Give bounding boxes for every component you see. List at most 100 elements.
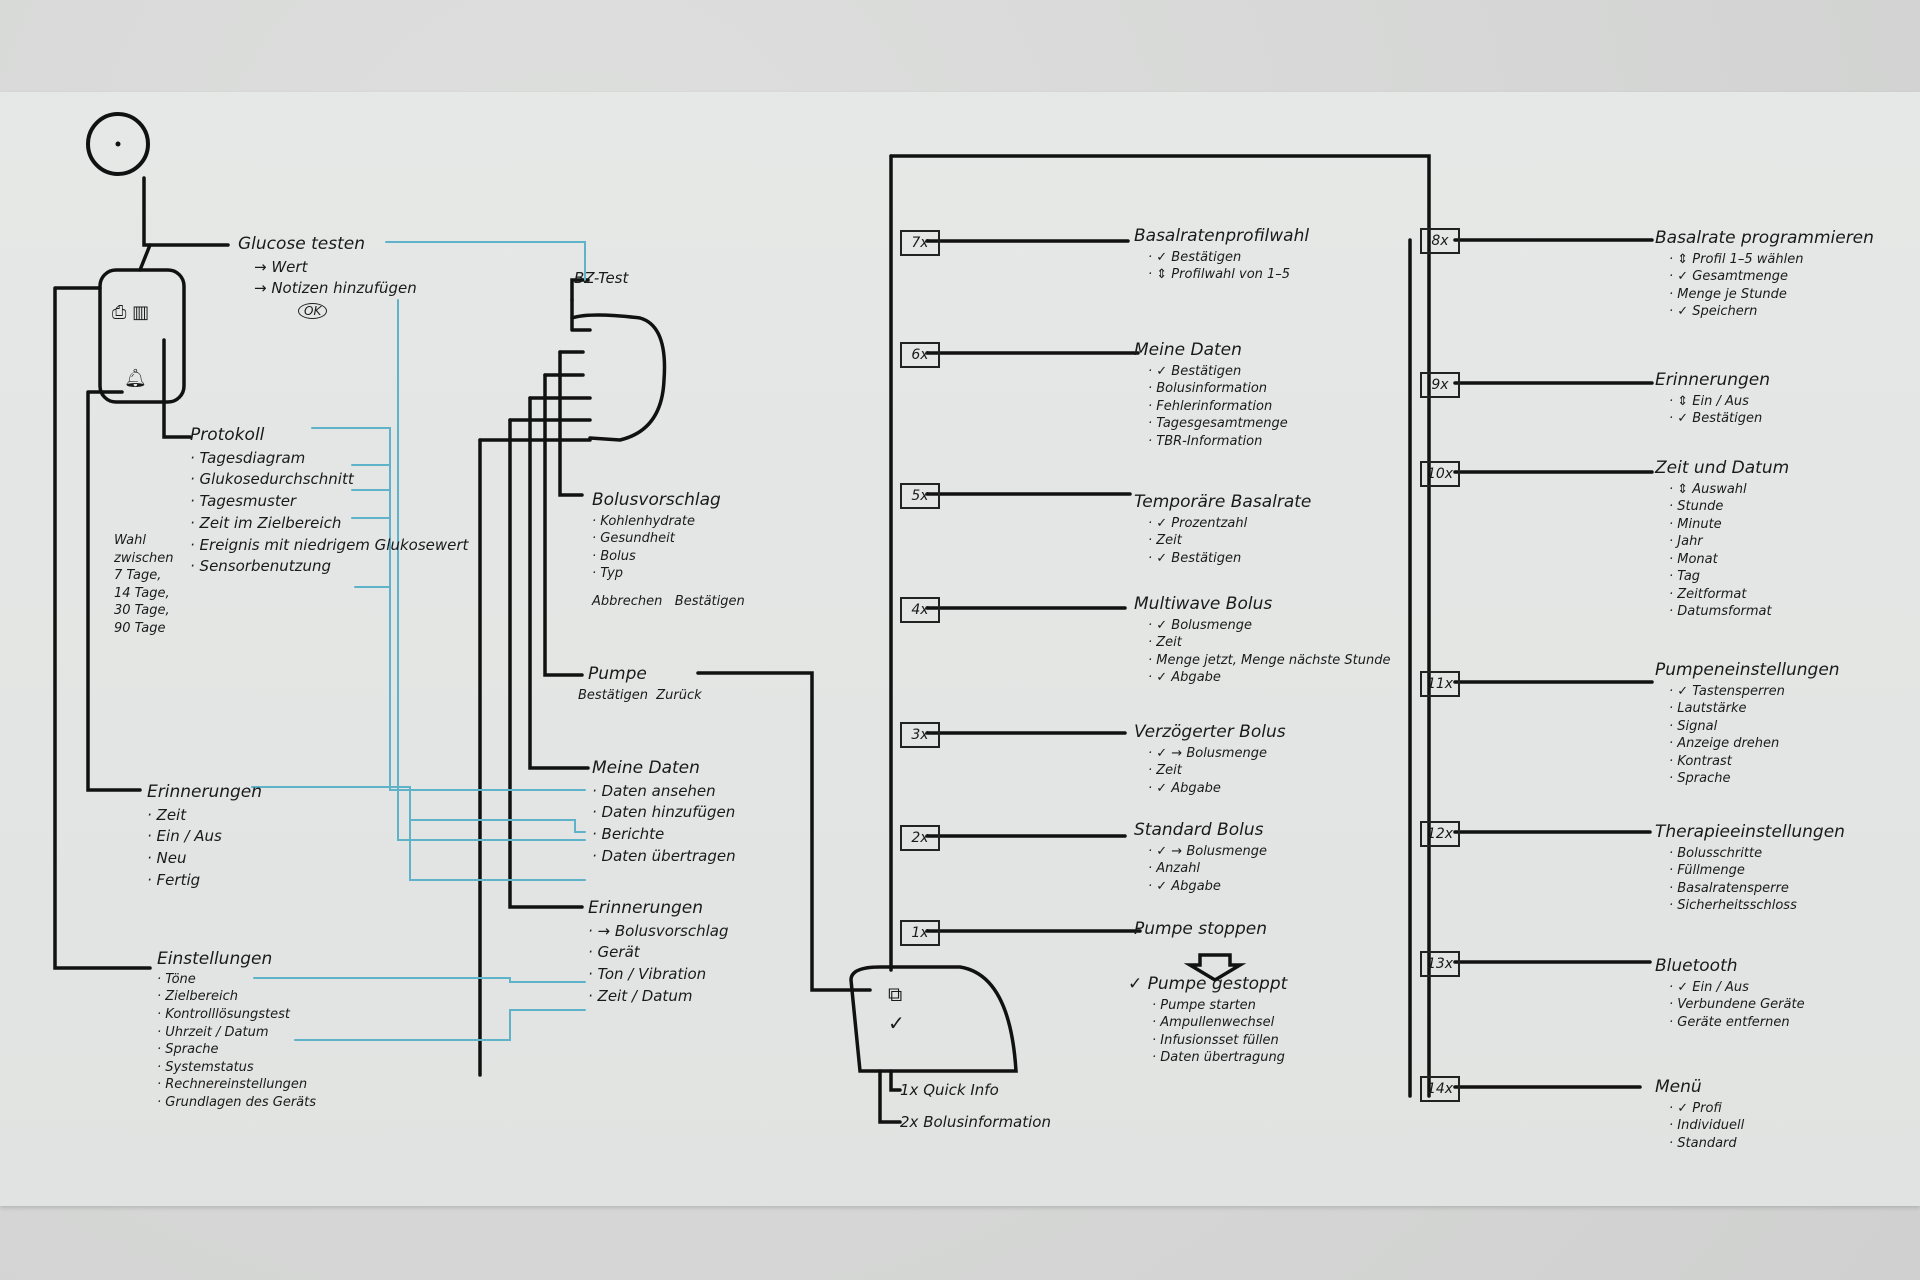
pump-menu-block-item: Zeit xyxy=(1148,532,1311,550)
device-check-icon: ⧉✓ xyxy=(888,982,905,1035)
einstellungen-item: Grundlagen des Geräts xyxy=(157,1094,316,1112)
pump-menu-block-item: Fehlerinformation xyxy=(1148,398,1288,416)
pump-menu-block-title: Pumpe stoppen xyxy=(1134,919,1267,939)
glucose-icon: ⎙ xyxy=(112,302,127,323)
einstellungen-item: Uhrzeit / Datum xyxy=(157,1024,316,1042)
einstellungen-item: Kontrolllösungstest xyxy=(157,1006,316,1024)
chart-icon: ▥ xyxy=(132,302,150,323)
pumpe-gestoppt-block: ✓ Pumpe gestoppt Pumpe startenAmpullenwe… xyxy=(1128,972,1287,1067)
right-menu-block-item: Sicherheitsschloss xyxy=(1669,897,1845,915)
device-icons: ⎙ ▥ 🔔︎ xyxy=(112,300,149,392)
meine-daten-item: Daten hinzufügen xyxy=(592,802,736,824)
pumpe-title: Pumpe xyxy=(588,664,647,684)
bolus-info-label: 2x Bolusinformation xyxy=(900,1113,1051,1131)
right-menu-block-item: Sprache xyxy=(1669,770,1840,788)
right-menu-block: Basalrate programmieren⇕ Profil 1–5 wähl… xyxy=(1655,226,1874,321)
einstellungen-block: Einstellungen TöneZielbereichKontrolllös… xyxy=(157,948,316,1111)
meine-daten-item: Daten übertragen xyxy=(592,846,736,868)
right-menu-block-item: Zeitformat xyxy=(1669,586,1789,604)
pump-menu-block: Verzögerter Bolus ✓ → BolusmengeZeit✓ Abg… xyxy=(1134,720,1286,797)
bz-test-label: BZ-Test xyxy=(574,269,629,287)
right-menu-block-item: ✓ Ein / Aus xyxy=(1669,979,1805,997)
right-menu-block-item: ✓ Bestätigen xyxy=(1669,410,1770,428)
right-menu-block: TherapieeinstellungenBolusschritteFüllme… xyxy=(1655,820,1845,915)
bolusvorschlag-title: Bolusvorschlag xyxy=(592,490,721,510)
quick-info-label: 1x Quick Info xyxy=(900,1081,999,1099)
pump-menu-block-items: ✓ → BolusmengeZeit✓ Abgabe xyxy=(1134,745,1286,798)
press-count-box: 1x xyxy=(900,920,940,946)
confirm-label: Bestätigen xyxy=(578,687,648,703)
press-count-box: 8x xyxy=(1420,228,1460,254)
einstellungen-item: Sprache xyxy=(157,1041,316,1059)
meine-daten-block: Meine Daten Daten ansehenDaten hinzufüge… xyxy=(592,756,736,868)
pump-menu-block-item: Tagesgesamtmenge xyxy=(1148,415,1287,433)
right-menu-block-item: ✓ Gesamtmenge xyxy=(1669,268,1874,286)
press-count-box: 2x xyxy=(900,825,940,851)
wahl-line: 30 Tage, xyxy=(114,603,170,619)
right-menu-block-item: Jahr xyxy=(1669,533,1789,551)
pump-menu-block-item: Menge jetzt, Menge nächste Stunde xyxy=(1148,652,1390,670)
erinnerungen-item: Gerät xyxy=(588,942,729,964)
right-menu-block-title: Zeit und Datum xyxy=(1655,458,1790,478)
right-menu-block-title: Pumpeneinstellungen xyxy=(1655,660,1840,680)
pump-menu-block: Temporäre Basalrate✓ ProzentzahlZeit✓ Be… xyxy=(1134,490,1311,567)
pump-menu-block-title: Temporäre Basalrate xyxy=(1134,492,1312,512)
pump-menu-block-title: Verzögerter Bolus xyxy=(1134,722,1286,742)
protokoll-item: Tagesdiagram xyxy=(190,448,468,470)
pump-menu-block-item: ✓ → Bolusmenge xyxy=(1148,745,1286,763)
right-menu-block-item: Menge je Stunde xyxy=(1669,286,1874,304)
bolusvorschlag-item: Gesundheit xyxy=(592,530,745,548)
pump-menu-block-item: Zeit xyxy=(1148,762,1286,780)
erinnerungen-item: Ton / Vibration xyxy=(588,964,729,986)
right-menu-block-item: ⇕ Ein / Aus xyxy=(1669,393,1770,411)
pump-menu-block-item: ✓ Bestätigen xyxy=(1148,363,1288,381)
pump-menu-block-item: ✓ Bolusmenge xyxy=(1148,617,1391,635)
wahl-line: Wahl xyxy=(114,533,146,548)
protokoll-item: Sensorbenutzung xyxy=(190,556,468,578)
right-menu-block-item: Standard xyxy=(1669,1135,1744,1153)
pumpe-gestoppt-item: Infusionsset füllen xyxy=(1152,1032,1287,1050)
meine-daten-title: Meine Daten xyxy=(592,758,700,778)
right-menu-block-item: Tag xyxy=(1669,568,1789,586)
pump-menu-block: Basalratenprofilwahl✓ Bestätigen⇕ Profil… xyxy=(1134,224,1309,284)
erinnerungen-item: Zeit xyxy=(147,805,262,827)
pump-menu-block-item: Anzahl xyxy=(1148,860,1267,878)
glucose-test-item: → Wert xyxy=(254,257,308,276)
meine-daten-item: Daten ansehen xyxy=(592,781,736,803)
press-count-box: 3x xyxy=(900,722,940,748)
pump-menu-block-item: Bolusinformation xyxy=(1148,380,1288,398)
press-count-box: 4x xyxy=(900,597,940,623)
einstellungen-item: Töne xyxy=(157,971,316,989)
pumpe-gestoppt-title: ✓ Pumpe gestoppt xyxy=(1128,974,1288,994)
ok-button: OK xyxy=(298,303,328,320)
erinnerungen-title: Erinnerungen xyxy=(588,898,704,918)
bolusvorschlag-item: Bolus xyxy=(592,548,745,566)
right-menu-block-item: Kontrast xyxy=(1669,753,1840,771)
protokoll-item: Ereignis mit niedrigem Glukosewert xyxy=(190,535,469,557)
pump-menu-block-item: ✓ → Bolusmenge xyxy=(1148,843,1267,861)
confirm-label: Bestätigen xyxy=(674,593,745,609)
bolusvorschlag-item: Kohlenhydrate xyxy=(592,513,745,531)
right-menu-block: Pumpeneinstellungen✓ TastensperrenLautst… xyxy=(1655,658,1840,788)
pump-menu-block-items: ✓ BestätigenBolusinformationFehlerinform… xyxy=(1134,363,1288,451)
right-menu-block-item: Datumsformat xyxy=(1669,603,1789,621)
erinnerungen-middle-block: Erinnerungen → BolusvorschlagGerätTon / … xyxy=(588,896,729,1008)
right-menu-block-item: ✓ Profi xyxy=(1669,1100,1744,1118)
right-menu-block-items: ⇕ Profil 1–5 wählen✓ GesamtmengeMenge je… xyxy=(1655,251,1874,321)
pump-menu-block-title: Meine Daten xyxy=(1134,340,1242,360)
einstellungen-item: Systemstatus xyxy=(157,1059,316,1077)
right-menu-block-title: Menü xyxy=(1655,1077,1702,1097)
glucose-test-title: Glucose testen xyxy=(238,234,366,254)
pump-menu-block-item: Zeit xyxy=(1148,634,1391,652)
right-menu-block-items: BolusschritteFüllmengeBasalratensperreSi… xyxy=(1655,845,1845,915)
bell-icon: 🔔︎ xyxy=(124,368,147,390)
protokoll-item: Glukosedurchschnitt xyxy=(190,469,468,491)
right-menu-block: Zeit und Datum⇕ AuswahlStundeMinuteJahrM… xyxy=(1655,456,1789,621)
press-count-box: 9x xyxy=(1420,372,1460,398)
right-menu-block-item: Verbundene Geräte xyxy=(1669,996,1804,1014)
pump-menu-block-items: ✓ → BolusmengeAnzahl✓ Abgabe xyxy=(1134,843,1267,896)
right-menu-block-item: Monat xyxy=(1669,551,1789,569)
bolusvorschlag-block: Bolusvorschlag KohlenhydrateGesundheitBo… xyxy=(592,488,745,610)
press-count-box: 13x xyxy=(1420,951,1460,977)
